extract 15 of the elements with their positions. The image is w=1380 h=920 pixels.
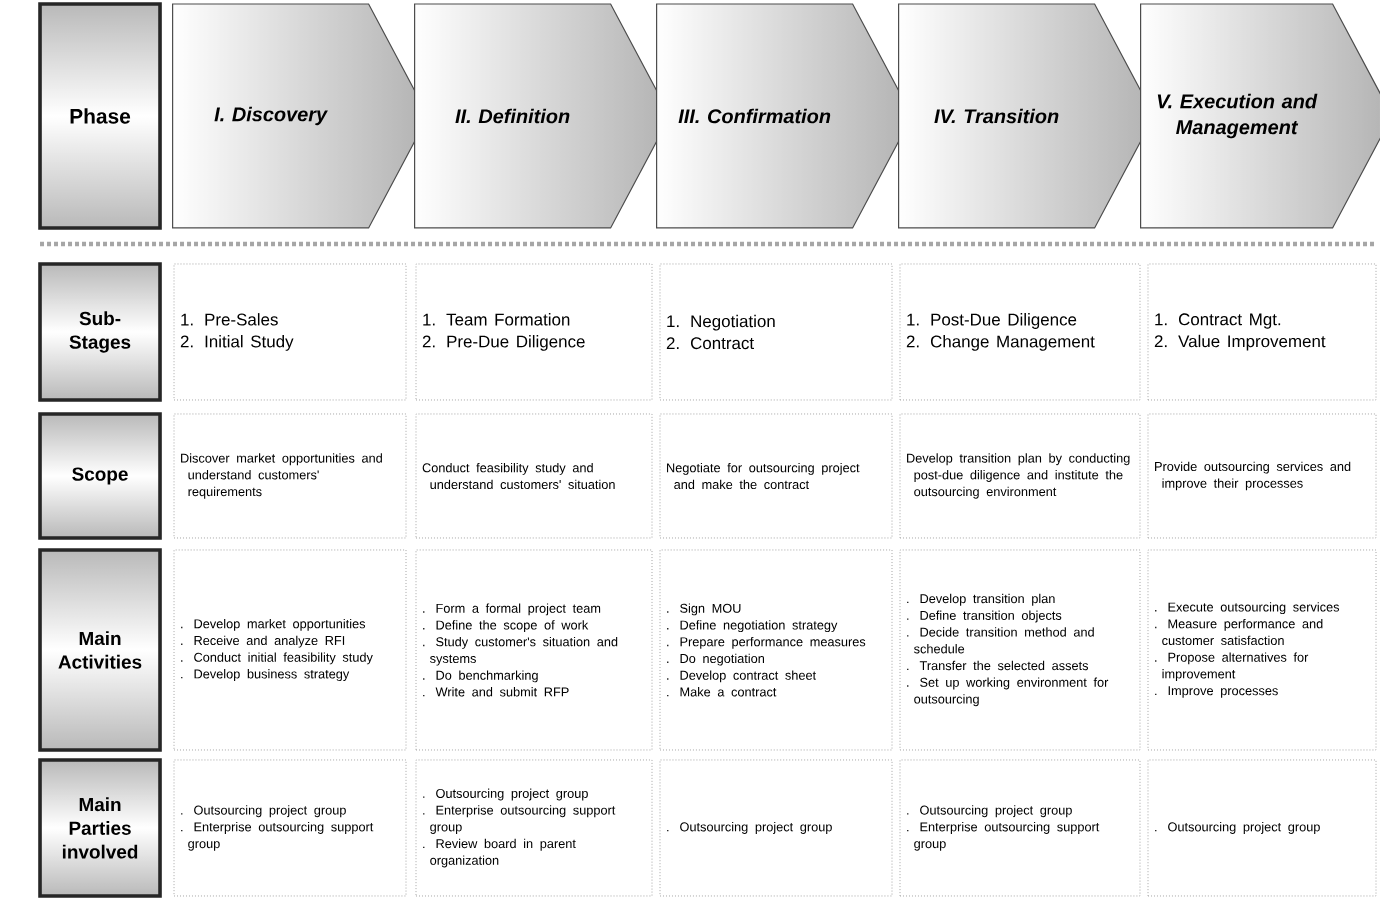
phase-box: I. Discovery <box>172 3 429 229</box>
phase-header-box: Phase <box>38 2 162 230</box>
table-cell: 1. Pre-Sales 2. Initial Study <box>173 263 407 401</box>
phase-box: II. Definition <box>414 3 671 229</box>
table-cell: 1. Post-Due Diligence 2. Change Management <box>899 263 1141 401</box>
table-cell: 1. Negotiation 2. Contract <box>659 263 893 401</box>
phase-box: V. Execution and Management <box>1140 3 1380 229</box>
row-header-box: Main Parties involved <box>38 758 162 898</box>
row-header-box: Sub-Stages <box>38 262 162 402</box>
table-cell: 1. Team Formation 2. Pre-Due Diligence <box>415 263 653 401</box>
phase-box: III. Confirmation <box>656 3 913 229</box>
phase-box: IV. Transition <box>898 3 1155 229</box>
row-header-box: Main Activities <box>38 548 162 752</box>
row-header-box: Scope <box>38 412 162 540</box>
table-cell: 1. Contract Mgt. 2. Value Improvement <box>1147 263 1377 401</box>
